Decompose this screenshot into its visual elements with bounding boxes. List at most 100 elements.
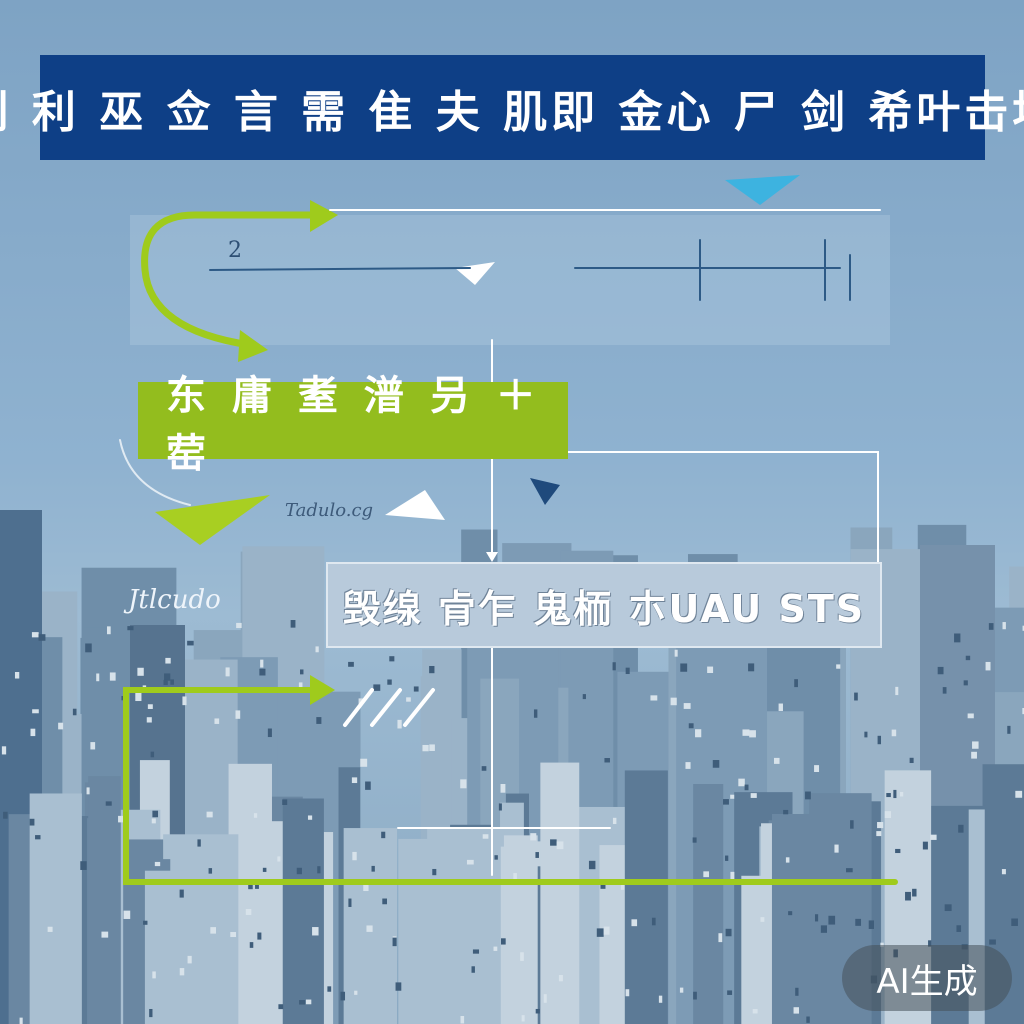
building [96,673,100,682]
green-arrowhead-mid [238,330,268,362]
building [373,684,381,691]
paper-plane-icon [725,175,800,205]
building [3,811,8,819]
building [327,986,332,992]
building [143,920,148,925]
building [513,873,517,882]
building [363,883,369,892]
building [154,861,161,867]
building [38,634,46,641]
building [146,717,152,723]
building [352,851,357,861]
building [80,861,87,870]
building [90,742,96,750]
building [206,811,213,818]
building [1002,622,1006,630]
green-arrowhead-bottom [310,675,335,705]
building [170,679,174,685]
building [985,661,991,671]
building [282,798,324,1024]
building [210,927,216,934]
building [730,794,735,799]
building [989,939,996,945]
building [109,672,116,681]
building [151,818,156,824]
building [397,719,402,729]
building [820,925,828,933]
building [533,709,538,718]
building [680,663,688,672]
building [1,746,7,755]
building [163,679,168,686]
building [788,911,793,916]
building [650,695,658,701]
building [290,620,296,628]
building [371,865,375,872]
paper-plane-icon [155,495,270,545]
faded-chart-panel [130,215,890,345]
building [670,697,677,706]
building [305,999,312,1005]
building [877,735,882,745]
building [30,728,36,737]
building [543,994,547,1003]
building [422,744,429,752]
building [530,833,537,841]
building [366,925,373,932]
building [257,932,262,940]
building [249,942,254,948]
building [503,835,538,1024]
paper-plane-icon [385,490,445,520]
building [588,860,596,870]
green-bottom-bracket [123,687,898,885]
building [884,811,892,819]
building [683,703,691,709]
building [738,778,745,787]
slash-mark [343,688,374,727]
building [899,791,904,797]
building [354,990,358,995]
building [19,1017,23,1024]
building [760,917,765,922]
building [299,1000,306,1005]
building [651,917,656,926]
building [1022,707,1024,715]
down-arrowhead [486,552,498,562]
building [1001,869,1006,875]
building [535,852,539,858]
building [259,668,266,676]
building [535,1008,540,1014]
building [685,762,691,769]
building [965,655,971,661]
building [253,813,258,818]
building [429,744,435,751]
building [298,682,303,688]
building [604,758,610,763]
building [752,1009,758,1014]
building [958,824,964,833]
building [395,982,402,991]
building [245,908,252,915]
building [620,884,625,890]
building [692,837,697,843]
building [214,718,220,724]
building [118,815,124,823]
building [850,820,854,829]
building [877,822,884,829]
script-annotation: Tadulo.cg [285,500,374,521]
building [278,1004,284,1010]
building [520,952,524,961]
building [494,855,498,860]
building [179,889,184,898]
building [392,937,397,947]
building [300,669,304,675]
building [498,803,502,811]
building [703,871,710,878]
building [748,663,755,672]
building [928,940,932,947]
building [179,968,185,976]
building [348,661,354,667]
building [471,966,475,973]
building [550,839,557,846]
